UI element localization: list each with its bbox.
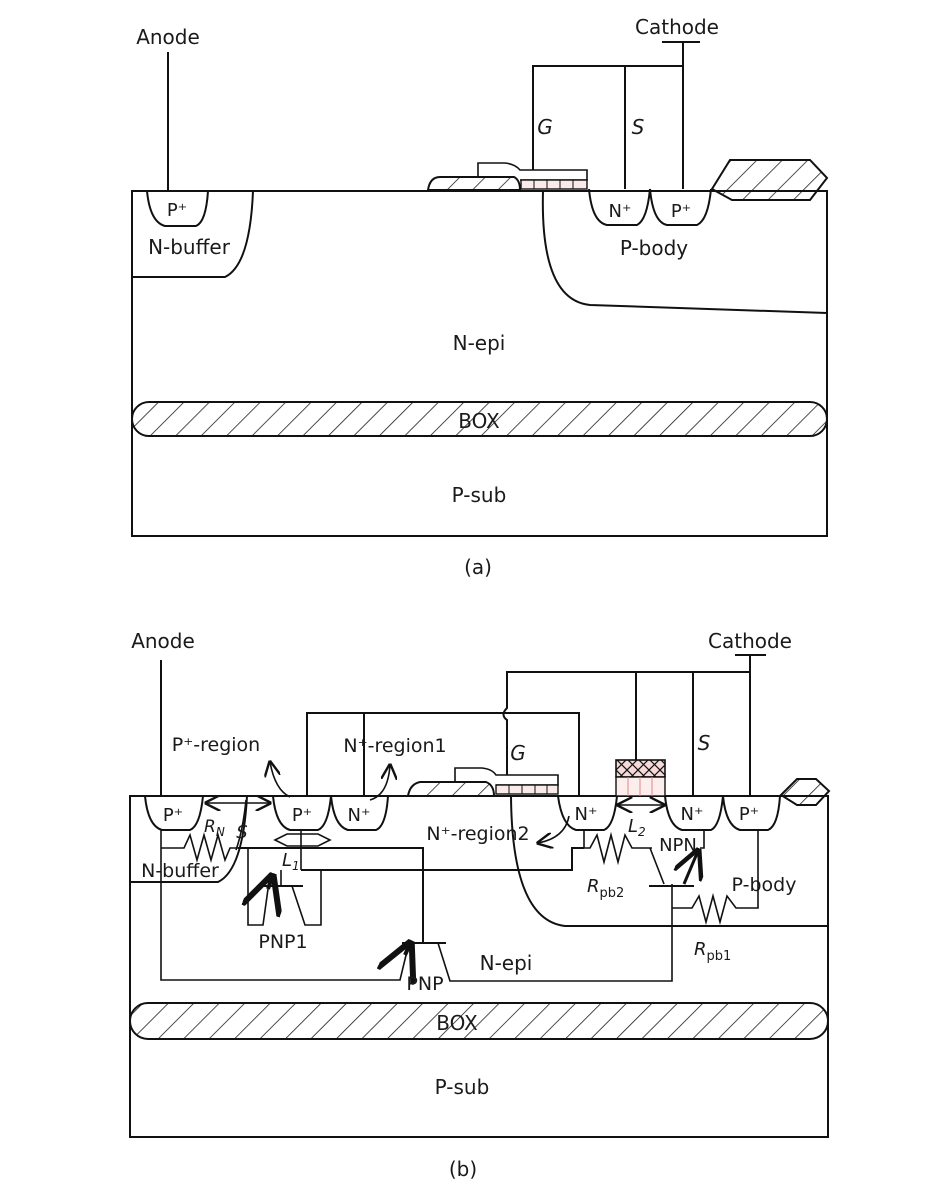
p-plus-anode-label-b: P⁺ [163,805,183,826]
pnp-label-b: PNP [406,973,443,995]
cathode-label-b: Cathode [708,629,792,653]
nregion1-link-wire-b [306,712,580,796]
n-plus-mid-label-b: N⁺ [348,805,371,826]
n-plus-mid-b [330,795,389,831]
p-body-label-a: P-body [620,236,688,260]
pnp1-label-b: PNP1 [258,931,307,953]
n-buffer-label-b: N-buffer [141,860,219,882]
p-sub-label-b: P-sub [435,1075,490,1099]
gate-poly-a [477,162,588,181]
n-plus-source-b [664,795,724,831]
n-plus-region2-arrow-b [538,815,570,843]
n-plus-drain-b [557,795,618,831]
n-plus-drain-label-b: N⁺ [575,804,598,825]
p-plus-mid-label-b: P⁺ [292,805,312,826]
p-plus-region-label-b: P⁺-region [172,734,260,756]
n-buffer-a [132,190,254,278]
n-buffer-b [130,795,248,883]
n-buffer-label-a: N-buffer [148,235,231,259]
pnp-collector-wire-b [437,884,673,982]
npn-label-b: NPN [659,835,697,856]
gate-oxide-2-cells-b [627,777,653,796]
cathode-label-a: Cathode [635,15,719,39]
n-plus-a [588,188,651,226]
l2-label-b: L2 [628,816,646,839]
gate-poly-b [454,767,559,786]
rpb1-resistor-b [672,830,759,926]
p-plus-cathode-label-a: P⁺ [671,201,691,222]
source-label-b: S [698,731,711,755]
pnp-emitter-arrow-b [405,944,410,955]
gate-oxide-cells-b [508,785,548,794]
pnp1-emitter-arrow-b [268,877,272,889]
box-layer-b [129,1002,829,1040]
s-indicator-line-b [235,799,247,851]
field-oxide-b [406,781,496,797]
s-label-b: S [236,822,247,843]
gate-wire-a [532,65,683,170]
rpb1-label-b: Rpb1 [694,939,731,964]
field-oxide-right-a [710,159,829,201]
figure-a: BOX N-buffer P⁺ Anode P-body N⁺ P⁺ Cat [131,15,829,579]
gate-oxide-b [495,784,559,795]
caption-a: (a) [464,555,492,579]
l1-arrow-b [273,833,332,847]
anode-label-a: Anode [136,25,200,49]
n-epi-label-b: N-epi [480,951,533,975]
n-plus-label-a: N⁺ [609,201,632,222]
p-plus-region-arrow-b [270,762,291,798]
field-oxide-a [426,176,522,191]
p-sub-label-a: P-sub [452,483,507,507]
n-plus-region2-wire-b [301,847,584,871]
p-plus-anode-b [144,795,204,831]
l1-label-b: L1 [282,850,300,873]
gate-oxide-cells-a [533,180,574,189]
n-buffer-to-pnp-wire-b [238,847,424,942]
p-plus-cathode-label-b: P⁺ [739,804,759,825]
box-layer-a [131,401,828,437]
anode-label-b: Anode [131,629,195,653]
source-label-a: S [632,115,645,139]
n-epi-label-a: N-epi [453,331,506,355]
rn-label-b: RN [204,817,225,839]
field-oxide-right-b [779,778,831,806]
caption-b: (b) [449,1157,477,1181]
rpb2-label-b: Rpb2 [587,876,624,901]
n-plus-region1-label-b: N⁺-region1 [343,735,446,757]
figure-b: BOX N-buffer P⁺ P⁺ N⁺ P-body N⁺ N⁺ P⁺ [129,629,831,1181]
p-plus-anode-label-a: P⁺ [167,200,187,221]
box-label-a: BOX [458,409,500,433]
npn-emitter-wire-b [700,830,705,849]
box-label-b: BOX [436,1011,478,1035]
gate-poly-2-b [615,759,666,778]
n-plus-region2-label-b: N⁺-region2 [426,823,529,845]
gate-label-b: G [510,741,526,765]
p-body-b [510,795,828,927]
p-body-label-b: P-body [732,874,797,896]
n-plus-region1-arrow-b [369,765,390,801]
p-body-a [541,190,828,314]
npn-emitter-arrow-b [684,851,698,885]
n-plus-source-label-b: N⁺ [681,804,704,825]
rn-resistor-b [161,832,238,863]
p-plus-cathode-a [649,188,712,226]
p-plus-cathode-b [722,795,781,831]
gate-oxide-a [520,179,588,190]
rpb2-resistor-b [583,830,652,866]
p-plus-mid-b [272,795,332,831]
gate-label-a: G [537,115,553,139]
npn-collector-wire-b [649,847,665,885]
pnp1-collector-wire-b [291,870,322,926]
p-plus-anode-a [146,190,209,227]
gate-wire-b [502,671,750,775]
